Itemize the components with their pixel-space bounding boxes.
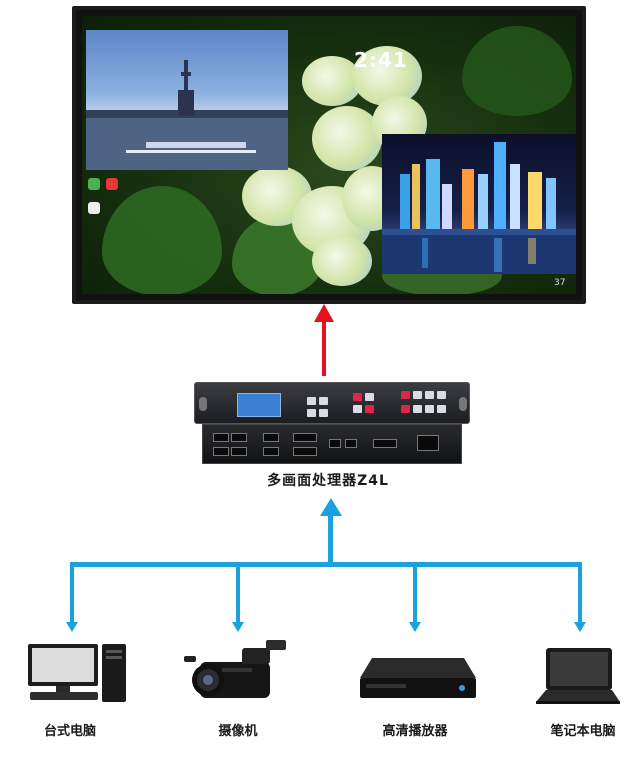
processor-lcd-screen bbox=[237, 393, 281, 417]
processor-unit bbox=[194, 382, 470, 464]
desktop-app-icon bbox=[88, 178, 100, 190]
input-connector-line bbox=[70, 565, 74, 625]
input-bus-line bbox=[70, 562, 582, 567]
tray-indicator: 37 bbox=[554, 278, 566, 288]
processor-front-panel bbox=[194, 382, 470, 424]
input-connector-head bbox=[574, 622, 586, 632]
input-arrow-line bbox=[328, 514, 333, 564]
output-arrow-head bbox=[314, 304, 334, 322]
hd-player-icon bbox=[358, 654, 478, 704]
video-camera-icon bbox=[182, 636, 294, 704]
processor-rear-panel bbox=[202, 424, 462, 464]
input-connector-head bbox=[66, 622, 78, 632]
input-connector-head bbox=[232, 622, 244, 632]
input-connector-line bbox=[236, 565, 240, 625]
device-label-desktop: 台式电脑 bbox=[43, 724, 96, 739]
input-arrow-head bbox=[320, 498, 342, 516]
processor-label: 多画面处理器Z4L bbox=[267, 473, 389, 489]
screen-content: 2:41 bbox=[82, 16, 576, 294]
output-arrow-line bbox=[322, 318, 326, 376]
device-label-camcorder: 摄像机 bbox=[218, 724, 258, 739]
pip-window-cityscape bbox=[382, 134, 576, 274]
desktop-computer-icon bbox=[26, 640, 130, 704]
screen-clock: 2:41 bbox=[354, 48, 408, 72]
display-screen: 2:41 bbox=[72, 6, 586, 304]
input-connector-line bbox=[413, 565, 417, 625]
desktop-app-icon bbox=[106, 178, 118, 190]
input-connector-head bbox=[409, 622, 421, 632]
pip-window-lake bbox=[86, 30, 288, 170]
device-label-laptop: 笔记本电脑 bbox=[550, 724, 616, 739]
laptop-icon bbox=[532, 646, 622, 706]
input-connector-line bbox=[578, 565, 582, 625]
desktop-app-icon bbox=[88, 202, 100, 214]
device-label-player: 高清播放器 bbox=[382, 724, 448, 739]
